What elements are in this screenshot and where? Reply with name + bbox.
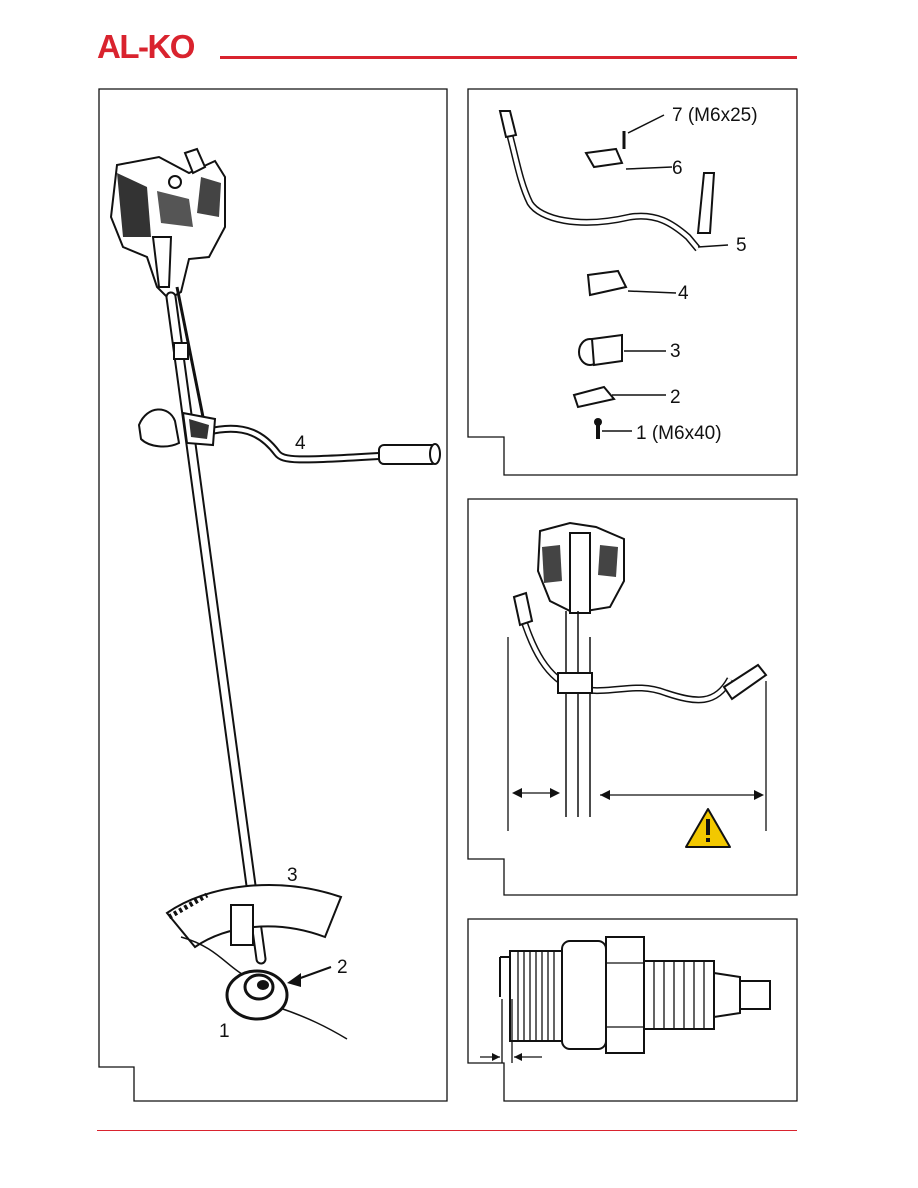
label-clamp-top: 4	[678, 283, 689, 304]
label-cap: 6	[672, 158, 683, 179]
warning-triangle-icon	[686, 809, 730, 847]
footer-rule	[97, 1130, 797, 1131]
brand-logo-text: AL-KO	[97, 30, 195, 62]
label-handlebar: 5	[736, 235, 747, 256]
header-rule	[220, 56, 797, 59]
figure-trimmer-assembly: 4 3 2 1	[97, 87, 449, 1103]
label-screw-top: 7 (M6x25)	[672, 105, 758, 126]
label-shaft-head: 1	[219, 1021, 230, 1042]
engine-top-illustration	[538, 523, 624, 613]
engine-illustration	[111, 149, 225, 299]
label-nut: 2	[337, 957, 348, 978]
handle-illustration	[139, 409, 440, 464]
shaft-top-illustration	[566, 611, 590, 817]
figure-handlebar-parts: 7 (M6x25) 6 5 4 3 2 1 (M6x40)	[466, 87, 799, 477]
label-guard: 3	[287, 865, 298, 886]
shaft-illustration	[171, 287, 261, 959]
label-handle: 4	[295, 433, 306, 454]
figure-handle-distance	[466, 497, 799, 897]
brand-logo: AL-KO	[97, 30, 215, 62]
label-clamp-bottom: 2	[670, 387, 681, 408]
figure-spark-plug	[466, 917, 799, 1103]
parts-illustration	[574, 131, 626, 439]
handlebar-top-illustration	[514, 593, 766, 700]
spark-plug-icon	[500, 937, 770, 1053]
handlebar-illustration	[500, 111, 714, 249]
callout-arrow-2	[287, 967, 331, 987]
label-screw-bottom: 1 (M6x40)	[636, 423, 722, 444]
label-sleeve: 3	[670, 341, 681, 362]
